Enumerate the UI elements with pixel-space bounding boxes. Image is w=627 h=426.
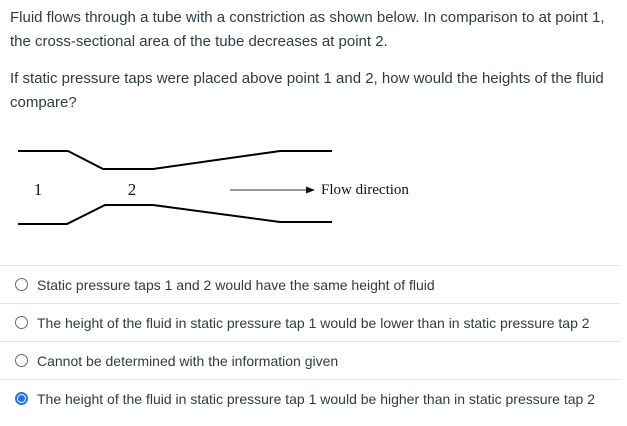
- radio-button[interactable]: [15, 392, 28, 405]
- radio-button[interactable]: [15, 316, 28, 329]
- question-paragraph-2: If static pressure taps were placed abov…: [10, 70, 604, 111]
- radio-button[interactable]: [15, 354, 28, 367]
- option-label[interactable]: The height of the fluid in static pressu…: [37, 314, 590, 331]
- question-paragraph-1: Fluid flows through a tube with a constr…: [10, 9, 605, 50]
- tube-outline-bottom: [18, 204, 332, 225]
- answer-option[interactable]: Static pressure taps 1 and 2 would have …: [0, 265, 620, 303]
- tube-outline-top: [18, 150, 332, 170]
- answer-option[interactable]: Cannot be determined with the informatio…: [0, 341, 620, 379]
- flow-direction-arrow: [230, 186, 315, 194]
- flow-direction-label: Flow direction: [321, 182, 409, 198]
- answer-option[interactable]: The height of the fluid in static pressu…: [0, 379, 620, 417]
- answer-options-list: Static pressure taps 1 and 2 would have …: [0, 265, 620, 417]
- point-2-label: 2: [128, 180, 137, 199]
- answer-option[interactable]: The height of the fluid in static pressu…: [0, 303, 620, 341]
- radio-button[interactable]: [15, 278, 28, 291]
- option-label[interactable]: Static pressure taps 1 and 2 would have …: [37, 276, 435, 293]
- option-label[interactable]: Cannot be determined with the informatio…: [37, 352, 339, 369]
- option-label[interactable]: The height of the fluid in static pressu…: [37, 390, 595, 407]
- point-1-label: 1: [34, 180, 43, 199]
- question-text: Fluid flows through a tube with a constr…: [10, 6, 610, 128]
- tube-diagram: 1 2 Flow direction: [10, 140, 430, 250]
